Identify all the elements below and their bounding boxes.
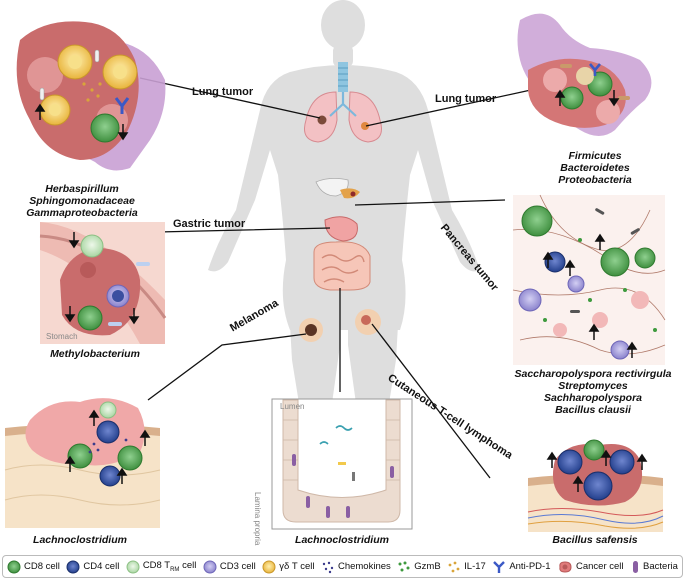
panel-pancreas: [512, 194, 666, 365]
liver-pancreas: [315, 178, 360, 199]
panel-intestine: [271, 398, 413, 530]
label-stomach: Stomach: [46, 332, 78, 341]
legend-gzmb-label: GzmB: [414, 561, 441, 572]
stomach-organ: [324, 216, 358, 242]
legend-cancer-label: Cancer cell: [576, 561, 624, 572]
legend-cd4-label: CD4 cell: [83, 561, 120, 572]
legend: CD8 cell CD4 cell CD8 TRM cell CD3 cell …: [2, 555, 683, 578]
legend-il17-label: IL-17: [464, 561, 486, 572]
melanoma-spot: [299, 318, 323, 342]
legend-cd4: CD4 cell: [66, 560, 119, 574]
anti-pd1-icon: [493, 560, 506, 573]
legend-gdt: γδ T cell: [262, 560, 314, 574]
legend-gzmb: GzmB: [397, 560, 441, 574]
cd8-cell-icon: [7, 560, 21, 573]
label-lung-tumor-right: Lung tumor: [435, 93, 497, 105]
legend-antipd1: Anti-PD-1: [492, 560, 551, 574]
intestine: [313, 241, 371, 291]
bacteria-gastric: Methylobacterium: [50, 348, 140, 360]
legend-chemokines: Chemokines: [321, 560, 391, 574]
bacteria-icon: [633, 560, 639, 573]
bacteria-pancreas: Saccharopolyspora rectivirgula Streptomy…: [514, 368, 672, 416]
lungs: [304, 91, 382, 143]
panel-lung-right: [517, 13, 652, 137]
il17-icon: [448, 561, 460, 572]
label-gastric-tumor: Gastric tumor: [173, 218, 246, 230]
label-lung-tumor-left: Lung tumor: [192, 86, 254, 98]
chemokines-icon: [322, 561, 334, 573]
legend-il17: IL-17: [447, 560, 486, 574]
legend-cd8trm: CD8 TRM cell: [126, 560, 197, 574]
cd3-cell-icon: [203, 560, 217, 573]
bacteria-lung-right: Firmicutes Bacteroidetes Proteobacteria: [558, 150, 632, 186]
ctcl-spot: [355, 309, 381, 335]
legend-bacteria: Bacteria: [630, 560, 678, 574]
legend-cd8: CD8 cell: [7, 560, 60, 574]
legend-bacteria-label: Bacteria: [643, 561, 678, 572]
gamma-delta-t-cell-icon: [262, 560, 276, 573]
legend-cd3: CD3 cell: [203, 560, 256, 574]
label-lumen: Lumen: [280, 402, 305, 411]
legend-antipd1-label: Anti-PD-1: [509, 561, 551, 572]
legend-cd8trm-label: CD8 TRM cell: [142, 560, 197, 573]
panel-gastric: [39, 222, 167, 344]
cd4-cell-icon: [66, 560, 80, 573]
gzmb-icon: [398, 561, 410, 571]
legend-chemokines-label: Chemokines: [337, 561, 391, 572]
legend-gdt-label: γδ T cell: [279, 561, 315, 572]
cd8-trm-cell-icon: [126, 560, 140, 573]
panel-melanoma: [4, 398, 161, 528]
panel-lung-left: [16, 21, 166, 171]
bacteria-ctcl: Bacillus safensis: [552, 534, 638, 546]
legend-cd8-label: CD8 cell: [24, 561, 60, 572]
bacteria-melanoma: Lachnoclostridium: [33, 534, 127, 546]
panel-ctcl: [527, 439, 664, 532]
bacteria-lung-left: Herbaspirillum Sphingomonadaceae Gammapr…: [26, 183, 138, 219]
cancer-cell-icon: [559, 560, 572, 573]
trachea: [338, 62, 348, 92]
bacteria-intestine: Lachnoclostridium: [295, 534, 389, 546]
label-lamina-propria: Lamina propria: [253, 492, 262, 546]
legend-cancer: Cancer cell: [557, 560, 624, 574]
legend-cd3-label: CD3 cell: [219, 561, 256, 572]
